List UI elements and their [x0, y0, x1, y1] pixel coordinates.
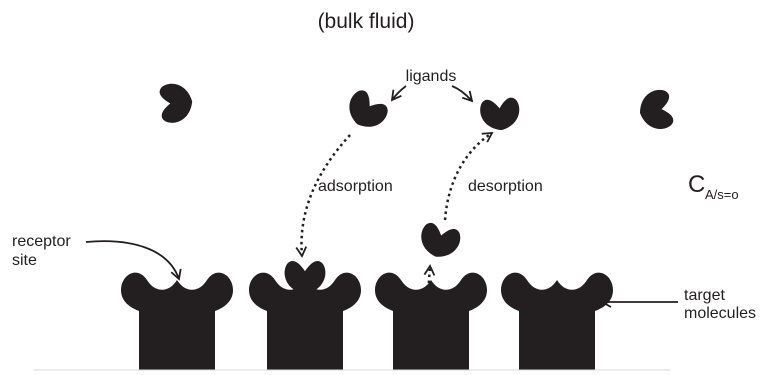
concentration-symbol: C	[688, 171, 705, 198]
concentration-subscript: A/s=o	[705, 187, 739, 202]
adsorption-label: adsorption	[318, 178, 393, 195]
target-label-line2: molecules	[684, 305, 756, 322]
target-label-line1: target	[684, 287, 725, 304]
desorption-arrow	[445, 133, 492, 220]
receptor-label-line2: site	[12, 252, 37, 269]
ligands-arrow-right	[452, 86, 472, 101]
adsorption-arrow	[301, 135, 350, 256]
target-molecule-3	[375, 273, 487, 370]
ligand-right	[637, 88, 675, 132]
target-molecule-4	[501, 273, 613, 370]
ligand-desorbed	[479, 97, 521, 132]
desorption-label: desorption	[468, 178, 543, 195]
ligands-label: ligands	[406, 68, 457, 85]
ligand-leaving	[417, 221, 463, 262]
bulk-fluid-label: (bulk fluid)	[318, 10, 415, 33]
ligands-arrow-left	[392, 86, 406, 100]
ligand-left	[159, 82, 194, 124]
receptor-label-line1: receptor	[12, 233, 71, 250]
ligand-bound	[285, 261, 326, 294]
ligand-adsorbing	[341, 87, 391, 135]
target-molecule-1	[121, 273, 233, 370]
